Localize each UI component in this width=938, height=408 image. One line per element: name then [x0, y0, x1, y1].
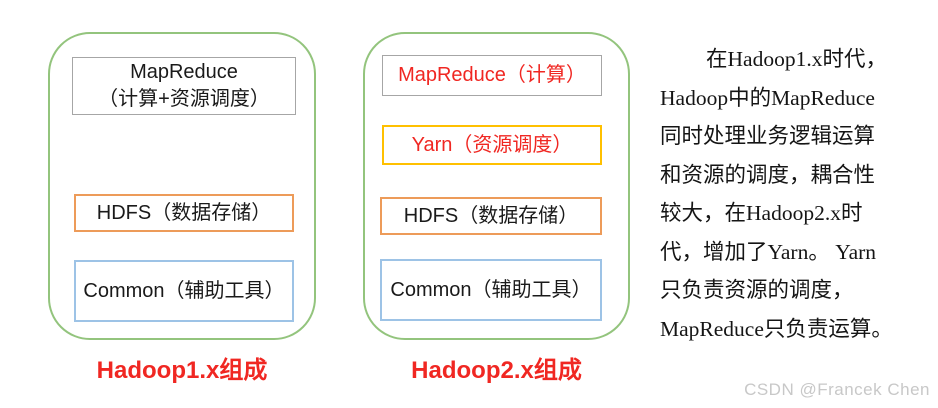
- hadoop2x-mapreduce-label: MapReduce（计算）: [398, 64, 586, 86]
- hadoop1x-mapreduce-box: MapReduce （计算+资源调度）: [72, 57, 296, 115]
- hadoop1x-common-label: Common（辅助工具）: [83, 279, 285, 302]
- hadoop1x-hdfs-label: HDFS（数据存储）: [96, 201, 272, 224]
- csdn-watermark: CSDN @Francek Chen: [744, 380, 930, 399]
- hadoop1x-mapreduce-label: MapReduce: [130, 61, 238, 83]
- hadoop1x-group: MapReduce （计算+资源调度） HDFS（数据存储） Common（辅助…: [48, 32, 316, 340]
- explanation-paragraph: 在Hadoop1.x时代， Hadoop中的MapReduce 同时处理业务逻辑…: [660, 40, 938, 348]
- paragraph-line: 代，增加了Yarn。 Yarn: [660, 239, 877, 264]
- hadoop2x-yarn-box: Yarn（资源调度）: [382, 125, 602, 165]
- paragraph-line: 在Hadoop1.x时代，: [706, 47, 887, 71]
- hadoop1x-common-box: Common（辅助工具）: [74, 260, 294, 322]
- hadoop1x-mapreduce-sublabel: （计算+资源调度）: [98, 88, 270, 110]
- paragraph-line: 只负责资源的调度，: [660, 278, 854, 302]
- paragraph-line: 同时处理业务逻辑运算: [660, 124, 876, 148]
- paragraph-line: MapReduce只负责运算。: [660, 316, 893, 341]
- hadoop2x-common-label: Common（辅助工具）: [390, 278, 592, 301]
- paragraph-line: Hadoop中的MapReduce: [660, 85, 875, 110]
- hadoop1x-caption: Hadoop1.x组成: [96, 357, 268, 384]
- hadoop2x-mapreduce-box: MapReduce（计算）: [382, 55, 602, 96]
- hadoop2x-yarn-label: Yarn（资源调度）: [411, 133, 573, 156]
- paragraph-line: 和资源的调度，耦合性: [660, 162, 876, 187]
- hadoop1x-hdfs-box: HDFS（数据存储）: [74, 194, 294, 232]
- hadoop2x-common-box: Common（辅助工具）: [380, 259, 602, 321]
- hadoop2x-hdfs-label: HDFS（数据存储）: [403, 204, 579, 227]
- paragraph-line: 较大，在Hadoop2.x时: [660, 201, 863, 225]
- hadoop2x-group: MapReduce（计算） Yarn（资源调度） HDFS（数据存储） Comm…: [363, 32, 630, 340]
- hadoop2x-hdfs-box: HDFS（数据存储）: [380, 197, 602, 235]
- hadoop2x-caption: Hadoop2.x组成: [411, 357, 582, 384]
